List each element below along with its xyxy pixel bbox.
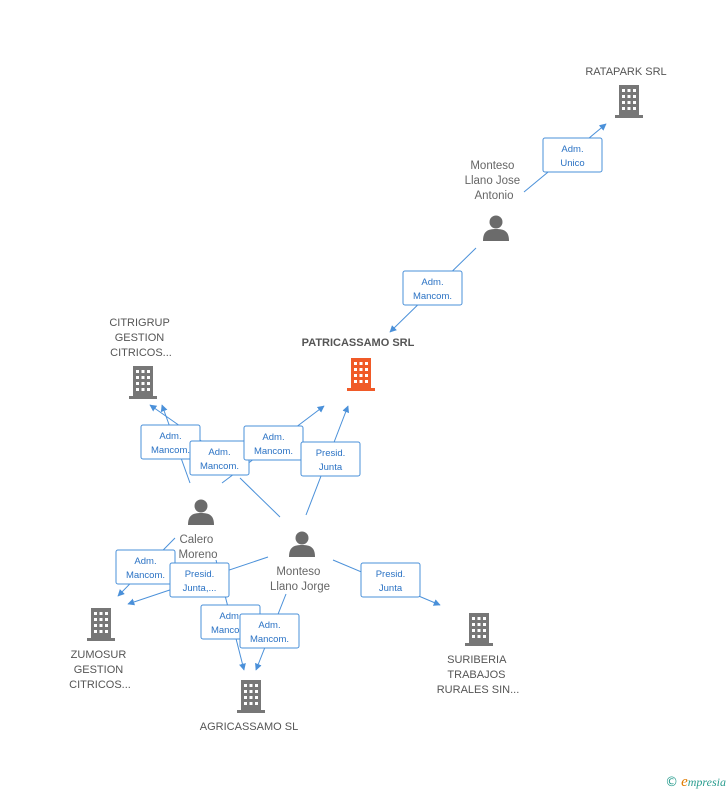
relation-label-r4[interactable]: Adm.Mancom. [189, 440, 250, 476]
relation-text: Adm.Unico [560, 144, 584, 169]
company-ratapark[interactable]: RATAPARK SRL [585, 66, 667, 118]
person-label: Monteso Llano Jose Antonio [465, 160, 524, 202]
edge-jorge-citrigrup [239, 477, 281, 518]
person-icon [188, 499, 214, 525]
relation-box [169, 562, 230, 598]
relation-label-r5[interactable]: Adm.Mancom. [243, 425, 304, 461]
company-label: RATAPARK SRL [585, 66, 666, 78]
company-label: CITRIGRUP GESTION CITRICOS... [109, 317, 172, 359]
empresia-watermark: © empresia [665, 774, 726, 791]
relation-text: Adm.Mancom. [200, 447, 239, 472]
building-icon [87, 608, 115, 641]
relation-text: Presid.Junta,... [183, 569, 217, 594]
company-label: SURIBERIA TRABAJOS RURALES SIN... [437, 654, 520, 696]
person-label: Monteso Llano Jorge [270, 566, 330, 593]
relation-box [360, 562, 421, 598]
relation-text: Presid.Junta [316, 448, 346, 473]
building-icon [465, 613, 493, 646]
relation-labels: Adm.UnicoAdm.Mancom.Adm.Mancom.Adm.Manco… [115, 137, 603, 649]
relation-text: Presid.Junta [376, 569, 406, 594]
relation-box [239, 613, 300, 649]
person-monteso-jose[interactable]: Monteso Llano Jose Antonio [465, 160, 524, 241]
person-monteso-jorge[interactable]: Monteso Llano Jorge [270, 531, 330, 594]
person-calero[interactable]: Calero Moreno [179, 499, 218, 562]
building-icon [347, 358, 375, 391]
relation-label-r8[interactable]: Presid.Junta,... [169, 562, 230, 598]
person-icon [289, 531, 315, 557]
relation-text: Adm.Mancom. [250, 620, 289, 645]
building-icon [129, 366, 157, 399]
relation-box [542, 137, 603, 173]
relation-box [300, 441, 361, 477]
relation-label-r11[interactable]: Presid.Junta [360, 562, 421, 598]
building-icon [615, 85, 643, 118]
relation-label-r1[interactable]: Adm.Unico [542, 137, 603, 173]
relation-text: Adm.Mancom. [126, 556, 165, 581]
brand-initial: e [681, 774, 688, 790]
company-patricassamo[interactable]: PATRICASSAMO SRL [302, 337, 415, 391]
relation-label-r10[interactable]: Adm.Mancom. [239, 613, 300, 649]
relation-label-r7[interactable]: Adm.Mancom. [115, 549, 176, 585]
copyright-icon: © [665, 775, 679, 790]
company-label: PATRICASSAMO SRL [302, 337, 415, 349]
person-icon [483, 215, 509, 241]
relation-text: Adm.Mancom. [254, 432, 293, 457]
company-suriberia[interactable]: SURIBERIA TRABAJOS RURALES SIN... [437, 613, 520, 696]
relation-text: Adm.Mancom. [413, 277, 452, 302]
relation-box [402, 270, 463, 306]
company-agricassamo[interactable]: AGRICASSAMO SL [200, 680, 298, 733]
relation-text: Adm.Mancom. [151, 431, 190, 456]
company-label: ZUMOSUR GESTION CITRICOS... [69, 649, 131, 691]
relation-text: Adm.Mancom. [211, 611, 250, 636]
company-label: AGRICASSAMO SL [200, 721, 298, 733]
relation-label-r6[interactable]: Presid.Junta [300, 441, 361, 477]
person-label: Calero Moreno [179, 534, 218, 561]
relation-label-r2[interactable]: Adm.Mancom. [402, 270, 463, 306]
building-icon [237, 680, 265, 713]
brand-name: mpresia [687, 775, 726, 789]
company-zumosur[interactable]: ZUMOSUR GESTION CITRICOS... [69, 608, 131, 691]
company-citrigrup[interactable]: CITRIGRUP GESTION CITRICOS... [109, 317, 172, 399]
